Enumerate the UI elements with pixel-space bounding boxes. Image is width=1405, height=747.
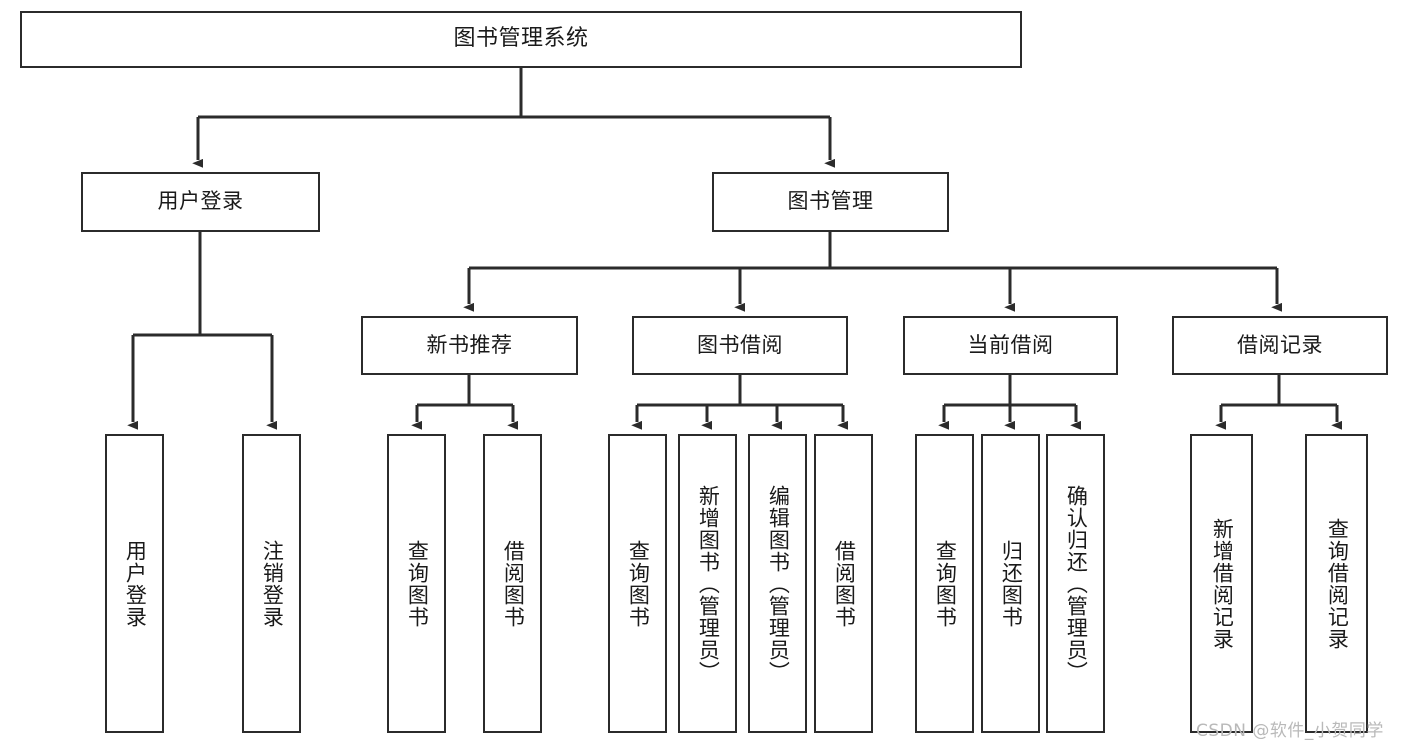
leaf-edit-book-admin[interactable]: 编辑图书（管理员） (748, 434, 807, 733)
leaf-user-logout[interactable]: 注销登录 (242, 434, 301, 733)
leaf-label: 查询图书 (933, 539, 958, 628)
leaf-query-book-2[interactable]: 查询图书 (608, 434, 667, 733)
leaf-confirm-return-admin[interactable]: 确认归还（管理员） (1046, 434, 1105, 733)
node-user-login[interactable]: 用户登录 (81, 172, 320, 232)
leaf-label: 借阅图书 (832, 539, 857, 628)
leaf-add-book-admin[interactable]: 新增图书（管理员） (678, 434, 737, 733)
leaf-query-book-3[interactable]: 查询图书 (915, 434, 974, 733)
node-borrow-records[interactable]: 借阅记录 (1172, 316, 1388, 375)
leaf-query-book-1[interactable]: 查询图书 (387, 434, 446, 733)
leaf-label: 借阅图书 (501, 539, 526, 628)
leaf-label: 查询借阅记录 (1325, 517, 1350, 650)
leaf-label: 确认归还（管理员） (1064, 484, 1089, 683)
node-root-system[interactable]: 图书管理系统 (20, 11, 1022, 68)
leaf-user-login[interactable]: 用户登录 (105, 434, 164, 733)
leaf-label: 编辑图书（管理员） (766, 484, 791, 683)
node-book-borrow[interactable]: 图书借阅 (632, 316, 848, 375)
leaf-label: 查询图书 (405, 539, 430, 628)
leaf-label: 用户登录 (123, 539, 148, 628)
leaf-borrow-book-2[interactable]: 借阅图书 (814, 434, 873, 733)
leaf-query-borrow-record[interactable]: 查询借阅记录 (1305, 434, 1368, 733)
leaf-label: 新增借阅记录 (1210, 517, 1235, 650)
leaf-return-book[interactable]: 归还图书 (981, 434, 1040, 733)
node-book-management[interactable]: 图书管理 (712, 172, 949, 232)
leaf-label: 归还图书 (999, 539, 1024, 628)
node-new-book-recommend[interactable]: 新书推荐 (361, 316, 578, 375)
leaf-label: 新增图书（管理员） (696, 484, 721, 683)
leaf-label: 查询图书 (626, 539, 651, 628)
leaf-borrow-book-1[interactable]: 借阅图书 (483, 434, 542, 733)
leaf-label: 注销登录 (260, 539, 285, 628)
leaf-add-borrow-record[interactable]: 新增借阅记录 (1190, 434, 1253, 733)
node-current-borrow[interactable]: 当前借阅 (903, 316, 1118, 375)
